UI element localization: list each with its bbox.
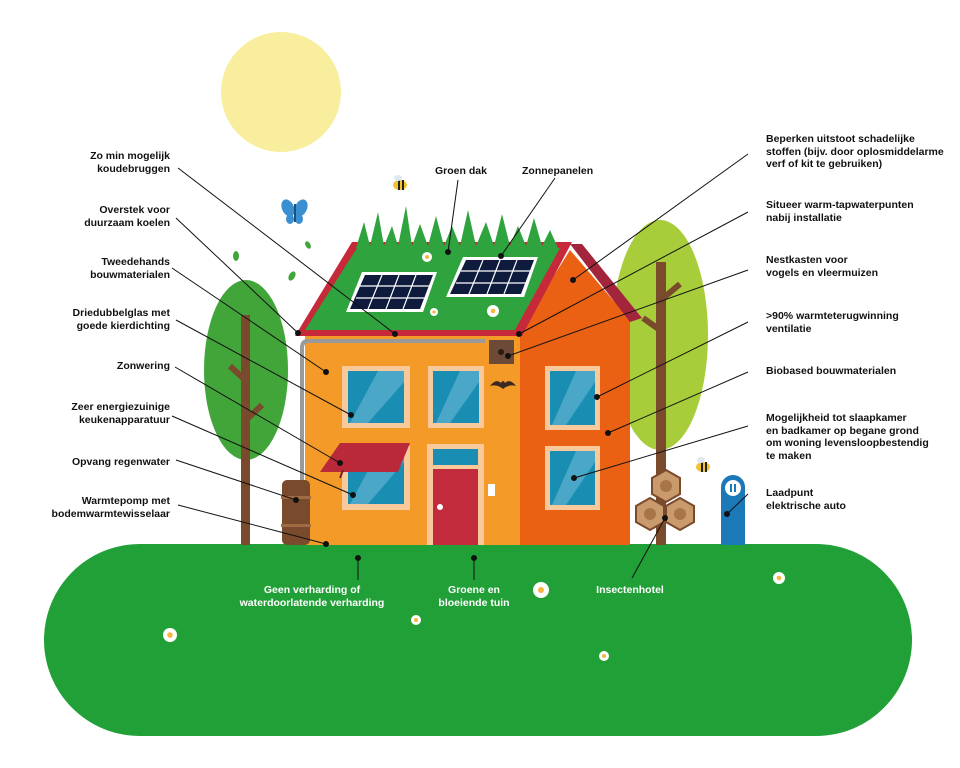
- flower-icon: [411, 615, 421, 625]
- flower-icon: [163, 628, 177, 642]
- solar-panel-left: [346, 272, 437, 312]
- window-front-top-left: [342, 366, 410, 428]
- label-overstek: Overstek voor duurzaam koelen: [84, 204, 170, 229]
- flower-icon: [599, 651, 609, 661]
- label-zonnepanelen: Zonnepanelen: [522, 165, 594, 177]
- butterfly-icon: [281, 199, 308, 224]
- label-warmteterugwinning: >90% warmteterugwinning ventilatie: [766, 310, 899, 335]
- flower-icon: [773, 572, 785, 584]
- label-slaapkamer: Mogelijkheid tot slaapkamer en badkamer …: [766, 412, 929, 462]
- sun-icon: [221, 32, 341, 152]
- insect-hotel-icon: [635, 468, 695, 532]
- label-groendak: Groen dak: [435, 165, 487, 177]
- lawn: [44, 544, 912, 736]
- label-tuin: Groene en bloeiende tuin: [438, 584, 510, 609]
- label-laadpunt: Laadpunt elektrische auto: [766, 487, 846, 512]
- tree-left: [204, 280, 288, 545]
- tree-right: [612, 220, 708, 545]
- leader-lines: [171, 153, 749, 580]
- label-koudebruggen: Zo min mogelijk koudebruggen: [90, 150, 170, 175]
- label-verharding: Geen verharding of waterdoorlatende verh…: [239, 584, 385, 609]
- label-zonwering: Zonwering: [116, 360, 170, 372]
- label-biobased: Biobased bouwmaterialen: [766, 365, 897, 377]
- window-side-top: [545, 366, 600, 430]
- label-insectenhotel: Insectenhotel: [596, 584, 664, 596]
- solar-panel-right: [446, 257, 538, 297]
- house-front-wall: [305, 336, 520, 545]
- label-driedubbelglas: Driedubbelglas met goede kierdichting: [72, 307, 170, 332]
- label-tweedehands: Tweedehands bouwmaterialen: [90, 256, 170, 281]
- flower-icon: [533, 582, 549, 598]
- label-warmtepomp: Warmtepomp met bodemwarmtewisselaar: [51, 495, 170, 520]
- bee-icon: [696, 457, 710, 472]
- front-door: [427, 444, 484, 545]
- label-uitstoot: Beperken uitstoot schadelijke stoffen (b…: [766, 133, 944, 170]
- awning: [320, 443, 410, 472]
- bat-icon: [490, 381, 516, 389]
- label-nestkasten: Nestkasten voor vogels en vleermuizen: [766, 254, 879, 279]
- label-keukenapparatuur: Zeer energiezuinige keukenapparatuur: [71, 401, 170, 426]
- charger-icon: [721, 475, 745, 545]
- gutter-downpipe: [300, 339, 485, 480]
- window-front-top-right: [428, 366, 484, 428]
- roof-vegetation: [356, 206, 558, 248]
- roof-side-edge: [570, 244, 642, 322]
- rain-barrel-icon: [281, 480, 311, 545]
- label-tapwater: Situeer warm-tapwaterpunten nabij instal…: [766, 199, 914, 224]
- label-regenwater: Opvang regenwater: [71, 456, 170, 468]
- bee-icon: [393, 175, 407, 190]
